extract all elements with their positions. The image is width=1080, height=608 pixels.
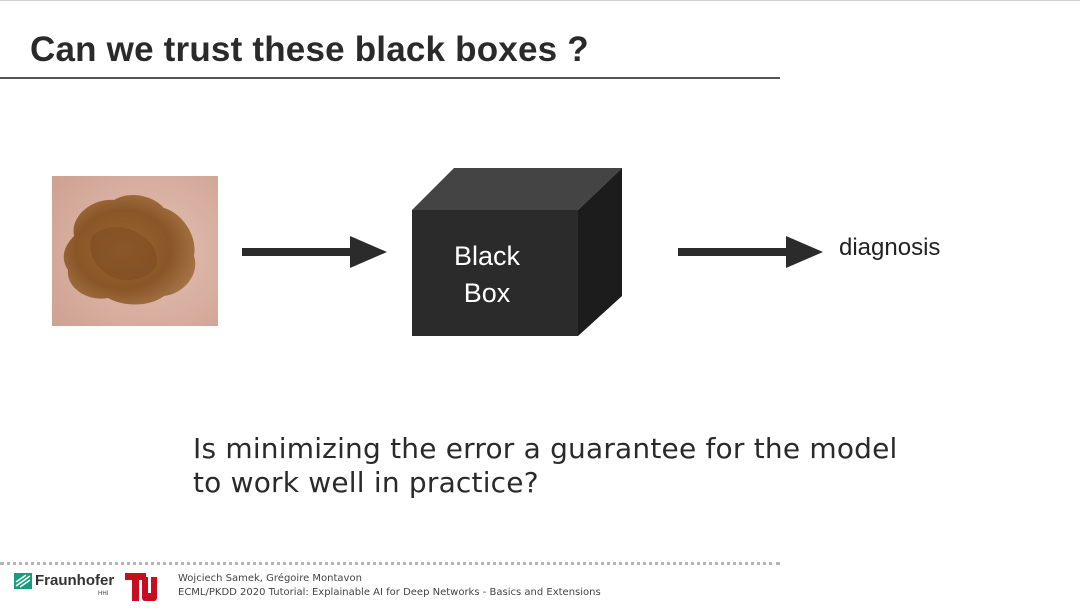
fraunhofer-logo: Fraunhofer HHI <box>14 571 119 603</box>
question-line-1: Is minimizing the error a guarantee for … <box>193 432 898 465</box>
footer-divider <box>0 562 780 565</box>
question-line-2: to work well in practice? <box>193 466 539 499</box>
black-box-label-line1: Black <box>453 241 521 271</box>
fraunhofer-name: Fraunhofer <box>35 572 115 589</box>
footer-authors: Wojciech Samek, Grégoire Montavon <box>178 573 362 584</box>
black-box-label: Black Box <box>412 238 562 312</box>
black-box-cube <box>412 168 622 336</box>
tu-berlin-logo <box>125 573 157 601</box>
fraunhofer-mark-icon <box>14 573 32 589</box>
top-border <box>0 0 1080 1</box>
title-underline <box>0 77 780 79</box>
black-box-label-line2: Box <box>463 278 511 308</box>
skin-lesion-image <box>52 176 218 326</box>
diagnosis-label: diagnosis <box>839 234 941 261</box>
question-text: Is minimizing the error a guarantee for … <box>193 432 953 500</box>
footer-event: ECML/PKDD 2020 Tutorial: Explainable AI … <box>178 587 601 598</box>
input-arrow <box>242 236 387 268</box>
output-arrow <box>678 236 823 268</box>
fraunhofer-sub: HHI <box>98 591 109 597</box>
slide-title: Can we trust these black boxes ? <box>30 30 589 69</box>
